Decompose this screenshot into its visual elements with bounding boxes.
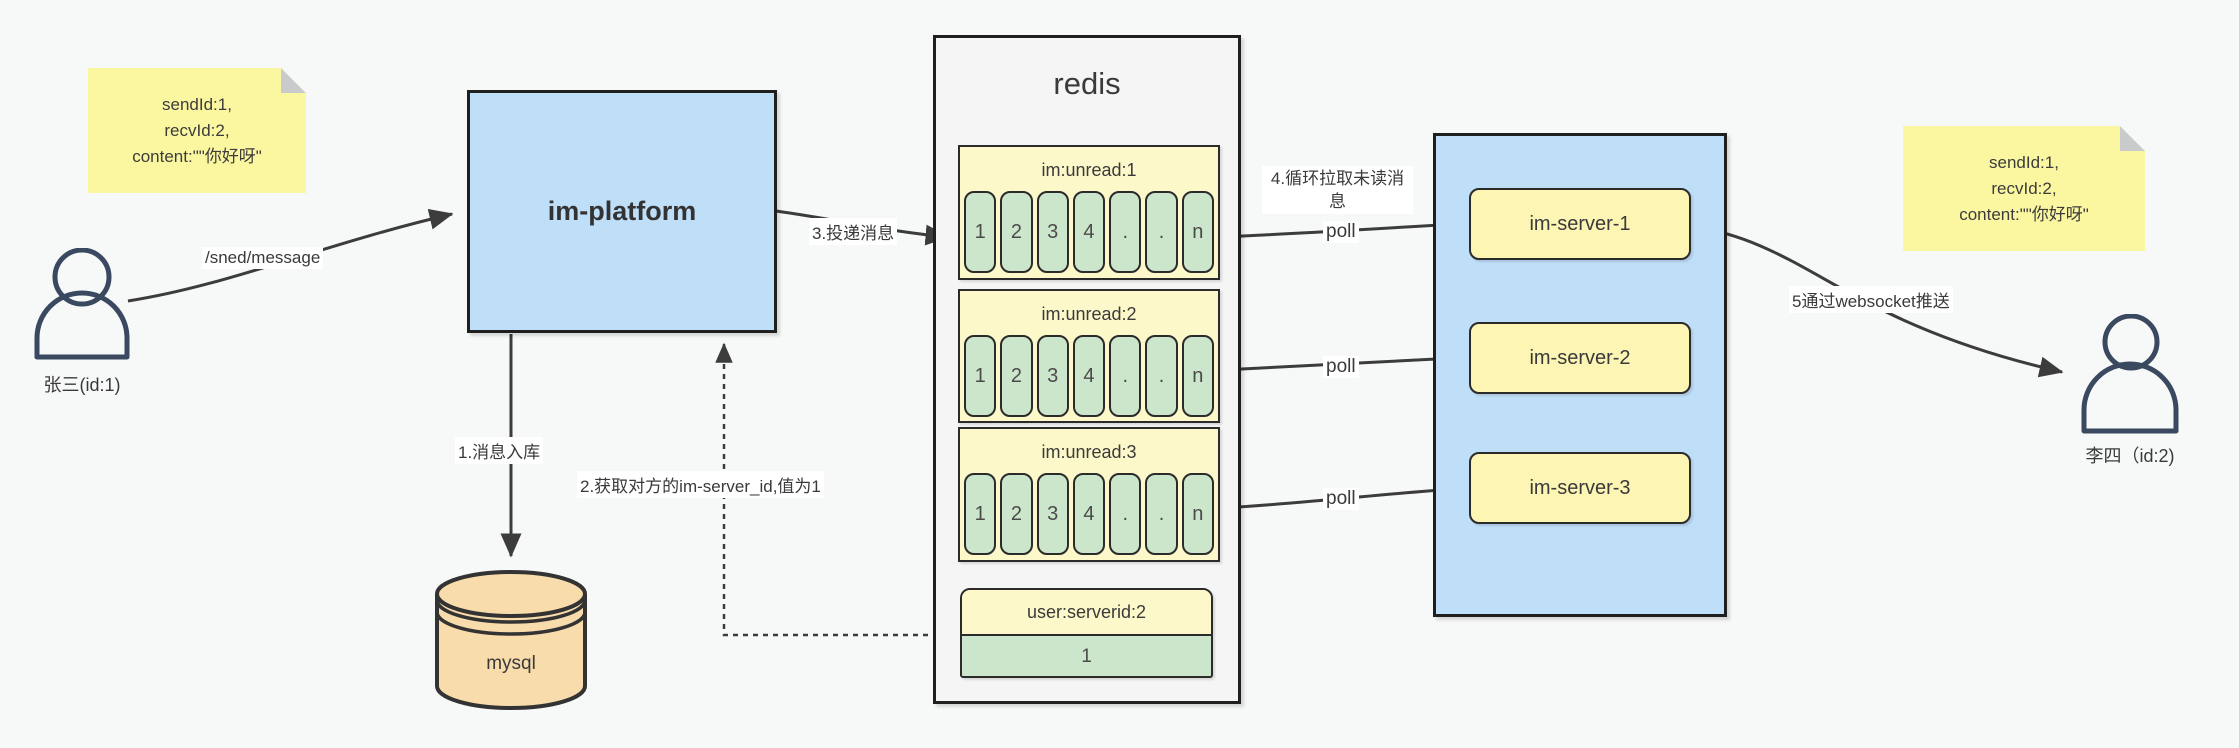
poll-label-2: poll [1323, 356, 1359, 378]
step5-label: 5通过websocket推送 [1789, 286, 1953, 313]
note-line: content:""你好呀" [132, 147, 262, 166]
step3-label: 3.投递消息 [809, 218, 898, 245]
receiver-label: 李四（id:2) [2085, 446, 2175, 466]
note-fold-corner [2120, 126, 2145, 151]
im-server-cluster: im-server-1 im-server-2 im-server-3 [1433, 133, 1727, 617]
queue-cell: 1 [964, 191, 997, 273]
queue-cell: n [1181, 473, 1214, 555]
note-line: recvId:2, [164, 121, 230, 140]
queue-cell: 1 [964, 473, 997, 555]
sender-message-note: sendId:1, recvId:2, content:""你好呀" [88, 68, 306, 193]
queue-cell: 2 [1000, 473, 1033, 555]
queue-header: im:unread:3 [1041, 442, 1137, 462]
queue-cell: 4 [1072, 335, 1106, 417]
mysql-label: mysql [486, 653, 536, 674]
queue-cell: 4 [1072, 191, 1106, 273]
queue-cell: . [1109, 191, 1142, 273]
sender-label: 张三(id:1) [43, 375, 121, 395]
step4-label: 4.循环拉取未读消息 [1262, 166, 1413, 214]
queue-cell: 4 [1072, 473, 1106, 555]
queue-cell: 1 [964, 335, 997, 417]
redis-title: redis [1053, 66, 1121, 101]
im-server-2-box: im-server-2 [1469, 322, 1691, 394]
note-line: content:""你好呀" [1959, 205, 2089, 224]
im-server-1-box: im-server-1 [1469, 188, 1691, 260]
queue-cell: 3 [1036, 335, 1069, 417]
send-message-edge-label: /sned/message [202, 247, 324, 269]
im-platform-title: im-platform [547, 196, 697, 226]
note-line: recvId:2, [1991, 179, 2057, 198]
poll-label-3: poll [1323, 488, 1359, 510]
step2-label: 2.获取对方的im-server_id,值为1 [577, 471, 824, 498]
note-fold-corner [281, 68, 306, 93]
queue-cell: 2 [1000, 335, 1033, 417]
queue-cell: . [1145, 335, 1178, 417]
queue-cell: . [1109, 473, 1142, 555]
queue-cell: 3 [1036, 191, 1069, 273]
im-server-3-box: im-server-3 [1469, 452, 1691, 524]
poll-label-1: poll [1323, 221, 1359, 243]
mysql-database-icon [435, 570, 587, 710]
user-serverid-mapping-box: user:serverid:2 1 [960, 588, 1213, 678]
queue-header: im:unread:2 [1041, 304, 1137, 324]
mapping-header: user:serverid:2 [962, 590, 1211, 636]
queue-cell: . [1109, 335, 1142, 417]
note-line: sendId:1, [162, 95, 232, 114]
queue-cell: 2 [1000, 191, 1033, 273]
note-line: sendId:1, [1989, 153, 2059, 172]
queue-cell: n [1181, 335, 1214, 417]
queue-header: im:unread:1 [1041, 160, 1137, 180]
queue-cell: . [1145, 191, 1178, 273]
person-icon [2081, 314, 2179, 434]
receiver-message-note: sendId:1, recvId:2, content:""你好呀" [1903, 126, 2145, 251]
person-icon [34, 248, 130, 360]
mapping-value: 1 [1081, 646, 1092, 667]
queue-cell: . [1145, 473, 1178, 555]
step1-label: 1.消息入库 [455, 437, 544, 464]
im-platform-box: im-platform [467, 90, 777, 333]
queue-cell: 3 [1036, 473, 1069, 555]
queue-cell: n [1181, 191, 1214, 273]
